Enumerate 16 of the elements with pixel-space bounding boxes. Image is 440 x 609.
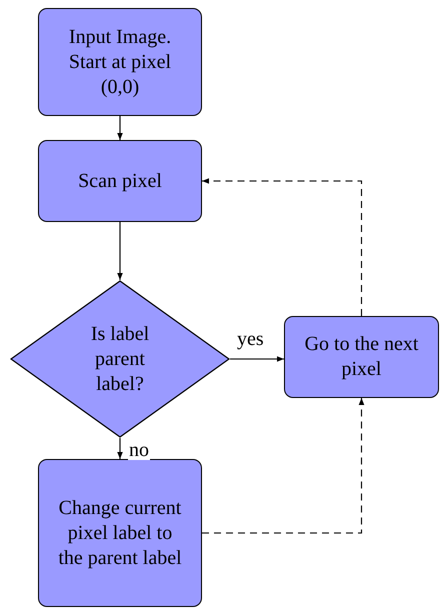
arrow (117, 438, 123, 459)
decision-diamond (10, 280, 230, 438)
process-box (38, 459, 202, 607)
node-text: Input Image. Start at pixel (0,0) (68, 24, 172, 100)
node-text: Is label parent label? (90, 322, 150, 396)
process-box (38, 140, 202, 222)
node-text: Scan pixel (78, 168, 162, 194)
node-text: Change current pixel label to the parent label (57, 496, 183, 570)
process-box (284, 316, 439, 398)
arrow (117, 116, 123, 140)
process-box (38, 8, 202, 116)
node-text: Go to the next pixel (304, 332, 420, 382)
arrow (117, 222, 123, 280)
dashed-arrow (202, 178, 362, 316)
arrow (230, 356, 284, 362)
dashed-arrow (202, 398, 364, 534)
